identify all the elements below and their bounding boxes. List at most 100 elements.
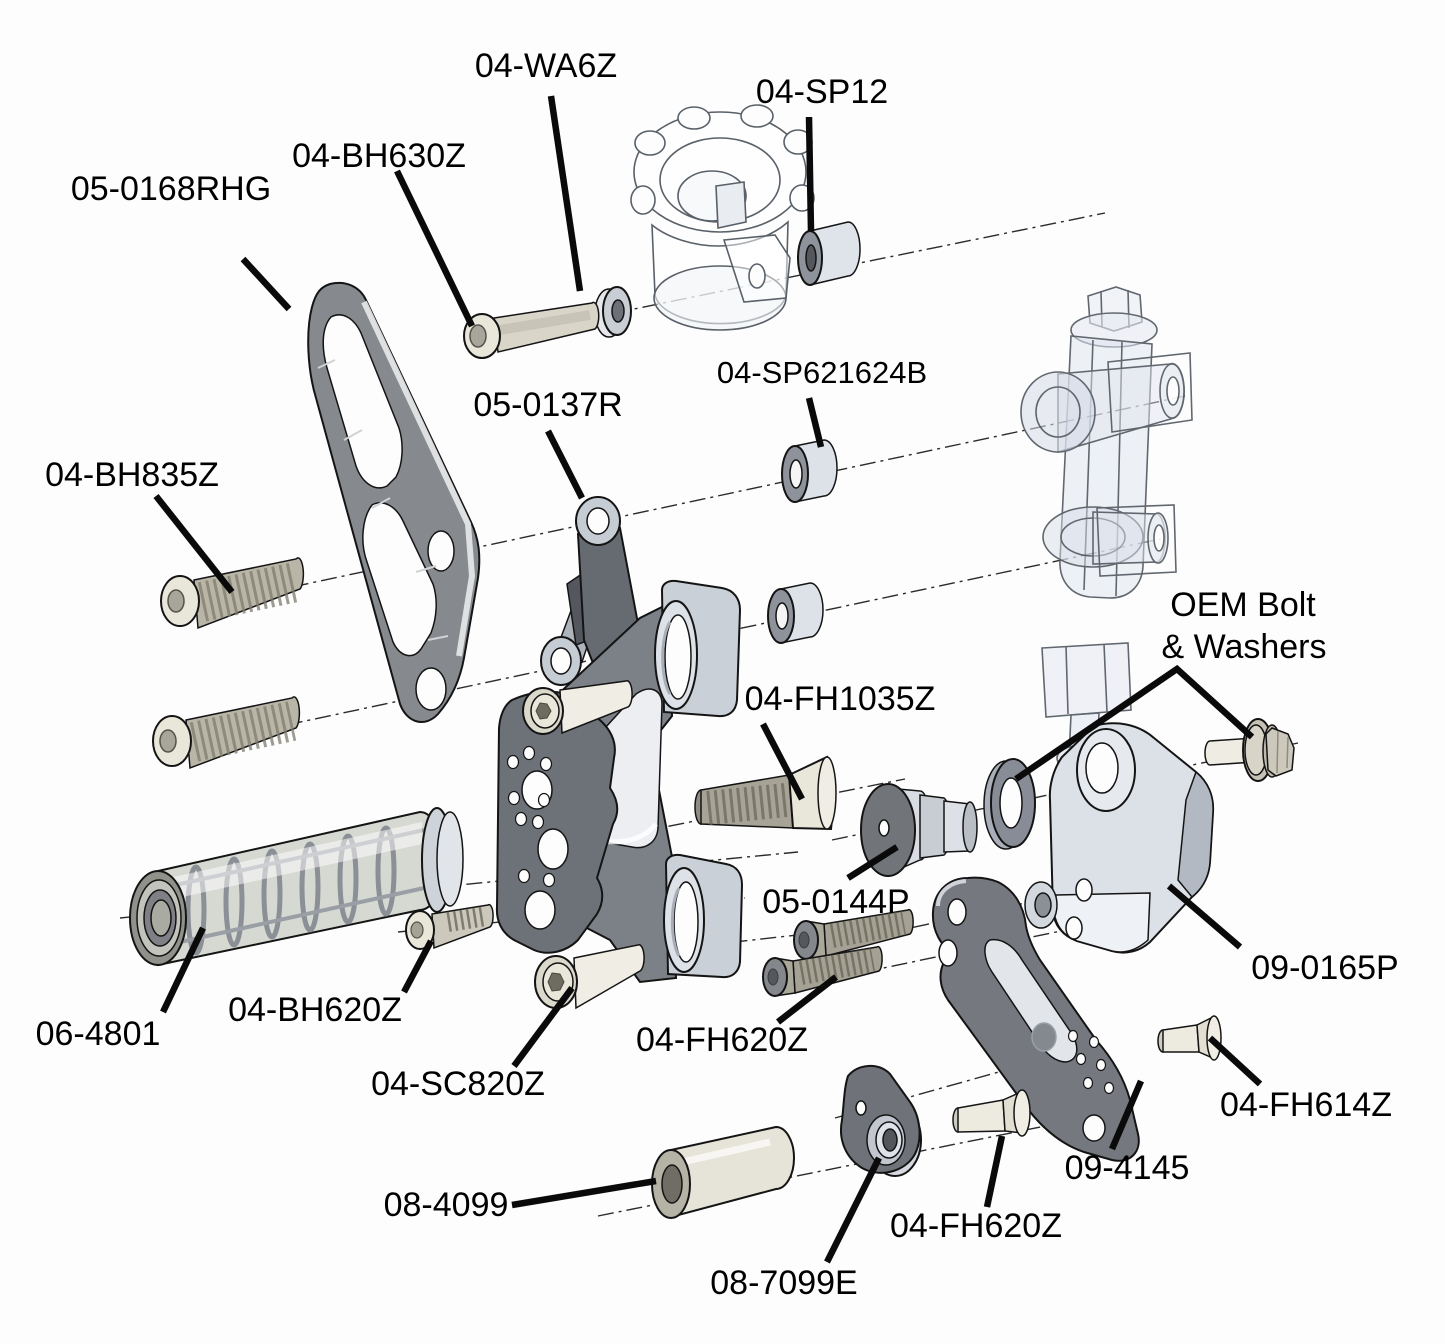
part-oem-oring: [983, 758, 1036, 850]
label-oem-line2: & Washers: [1161, 628, 1326, 666]
sp6216-2-hole: [775, 602, 789, 630]
plate-hole-3: [524, 890, 556, 930]
pedal-tip-holes: [1067, 1029, 1115, 1095]
leader-bh620z: [401, 939, 434, 994]
bh835z-2-torx: [159, 729, 177, 753]
label-0165p: 09-0165P: [1251, 949, 1398, 987]
leader-oem: [1014, 664, 1255, 782]
pedal-top-highlight: [936, 879, 967, 907]
part-labels: 04-WA6Z 04-SP12 04-BH630Z 05-0168RHG 04-…: [36, 47, 1399, 1302]
cup-notch-2: [677, 106, 711, 130]
p0165-hole-2: [1065, 916, 1083, 940]
pin-fh614-shaft: [1162, 1024, 1200, 1053]
leader-0137r: [545, 429, 585, 500]
tube-bore: [661, 1164, 683, 1204]
upper-boss-shading: [661, 621, 672, 695]
sp6216-1-hole: [789, 459, 803, 489]
footpeg-knurl-grooves: [185, 825, 397, 956]
part-reservoir-cup: [630, 104, 815, 331]
leader-0144p: [846, 844, 899, 881]
pedal-barrel-hole: [1034, 892, 1052, 918]
heel-guard-cutout-upper: [322, 314, 403, 489]
pin-fh620-shaft: [957, 1099, 1006, 1133]
pedal-tip-hole-big: [1082, 1114, 1106, 1142]
leader-fh620z-b: [983, 1135, 1006, 1208]
leader-bh835z: [153, 493, 235, 595]
oem-bolt-head: [1265, 727, 1295, 777]
part-bolt-fh620z-1: [793, 908, 914, 960]
label-fh1035z: 04-FH1035Z: [745, 680, 936, 718]
bracket-left-lug-hole: [550, 647, 572, 675]
part-bracket-0165p: [1048, 722, 1215, 954]
leader-0168rhg: [240, 256, 292, 312]
part-roller-7099e: [840, 1065, 922, 1177]
label-bh835z: 04-BH835Z: [45, 456, 219, 494]
footpeg-end-bore: [150, 899, 172, 937]
p0165-ring-hole: [1085, 742, 1119, 794]
socket-upper-shaft: [559, 680, 633, 735]
pedal-hole-1: [947, 898, 967, 926]
leader-lines: [153, 95, 1263, 1264]
bh630z-shaft-sheen: [499, 310, 591, 335]
part-spacer-sp12: [797, 221, 861, 286]
bh835z-2-threads: [189, 701, 297, 762]
lower-boss-shading: [670, 887, 681, 957]
footpeg-sheen: [160, 822, 422, 902]
fh620z-1-threads: [829, 911, 907, 948]
part-pin-fh620z-roller: [952, 1089, 1031, 1137]
bracket-lower-boss-hole: [673, 881, 699, 963]
label-sc820z: 04-SC820Z: [371, 1065, 545, 1103]
axis-fh1035: [639, 778, 906, 833]
footpeg-flange-end: [436, 811, 464, 907]
bracket-upper-boss-hole: [664, 614, 692, 700]
label-0168rhg: 05-0168RHG: [71, 170, 271, 208]
part-bolt-bh835z-1: [160, 557, 305, 630]
leader-fh620z-a: [776, 974, 838, 1025]
oring-hole: [999, 777, 1023, 829]
part-bolt-bh620z: [405, 903, 494, 950]
leader-bh630z: [394, 169, 475, 328]
fh1035z-threads: [706, 783, 788, 825]
oem-bolt-shaft: [1204, 737, 1255, 766]
label-fh620z-b: 04-FH620Z: [890, 1207, 1062, 1245]
p0165-hole-1: [1075, 878, 1093, 902]
label-fh620z-a: 04-FH620Z: [636, 1021, 808, 1059]
heel-guard-hole-lower: [415, 667, 447, 711]
mc-upper-boss-face: [1020, 371, 1096, 453]
roller-bore: [882, 1128, 898, 1152]
leader-sc820z: [511, 986, 575, 1068]
pin-fh620-head: [1013, 1089, 1031, 1137]
footpeg-groove-line-2: [161, 886, 425, 948]
label-0137r: 05-0137R: [473, 386, 622, 424]
heel-guard-facets: [317, 359, 449, 641]
part-tube-4099: [651, 1125, 795, 1219]
label-8-4099: 08-4099: [384, 1186, 509, 1224]
leader-9-4145: [1109, 1079, 1144, 1151]
socket-lower-hex: [547, 972, 565, 992]
fh620z-1-socket: [798, 931, 810, 949]
p0165-right-face: [1177, 770, 1214, 899]
part-bolt-bh835z-2: [152, 696, 301, 770]
cup-notch-6: [630, 185, 656, 215]
mc-clevis-block: [1041, 642, 1132, 718]
part-footpeg: [129, 807, 464, 967]
socket-lower-shaft: [573, 944, 645, 1010]
mc-upper-lug: [1107, 352, 1193, 433]
heel-guard-highlight: [361, 300, 476, 657]
sp12-body: [809, 221, 861, 286]
wa6z-hole: [611, 299, 625, 323]
label-0144p: 05-0144P: [762, 883, 909, 921]
leader-fh1035z: [760, 722, 805, 801]
cup-notch-3: [740, 104, 774, 128]
label-6-4801: 06-4801: [36, 1015, 161, 1053]
label-bh630z: 04-BH630Z: [292, 137, 466, 175]
bh620z-torx: [410, 921, 424, 939]
axis-upper-mount: [235, 395, 1186, 600]
bh630z-torx: [469, 324, 487, 348]
tube-sheen: [677, 1138, 771, 1167]
part-socket-screw-upper: [522, 680, 633, 735]
mc-lower-boss-hole: [1153, 524, 1165, 552]
part-pivot-0144p: [860, 783, 978, 877]
